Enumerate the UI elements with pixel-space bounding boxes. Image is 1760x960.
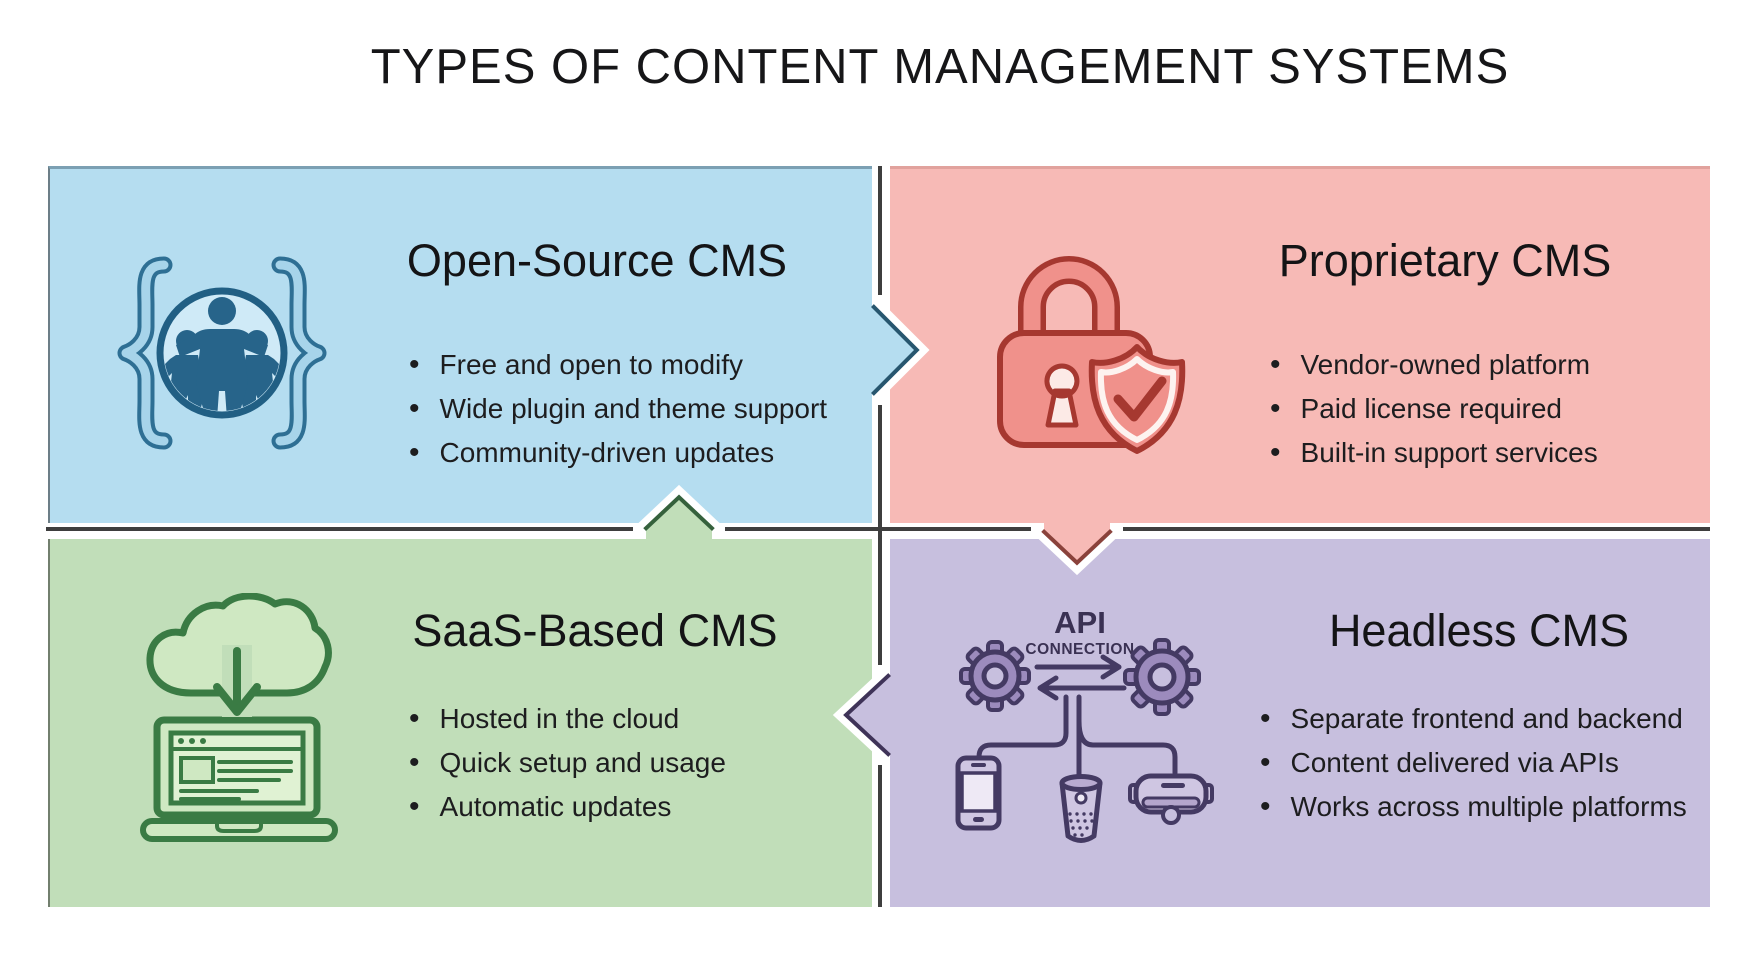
bullet-item: Works across multiple platforms (1260, 785, 1687, 829)
bullet-item: Community-driven updates (409, 431, 827, 475)
bullet-item: Vendor-owned platform (1270, 343, 1598, 387)
arrow-proprietary-to-headless (1036, 515, 1118, 576)
bullet-list-headless: Separate frontend and backend Content de… (1260, 697, 1687, 829)
padlock-shield-icon (992, 241, 1187, 456)
quadrant-title-saas: SaaS-Based CMS (412, 605, 778, 656)
api-label: API (1054, 605, 1106, 640)
quadrant-saas: SaaS-Based CMS Hosted in the cloud Quick… (48, 539, 872, 907)
quadrant-title-proprietary: Proprietary CMS (1278, 235, 1612, 286)
bullet-list-open-source: Free and open to modify Wide plugin and … (409, 343, 828, 475)
bullet-item: Hosted in the cloud (409, 697, 726, 741)
smart-speaker-icon (1059, 774, 1103, 843)
quadrant-title-headless: Headless CMS (1328, 605, 1630, 656)
bullet-item: Paid license required (1270, 387, 1598, 431)
connection-label: CONNECTION (1025, 641, 1134, 658)
exchange-arrows (1034, 654, 1127, 701)
quadrant-headless: Headless CMS Separate frontend and backe… (890, 539, 1710, 907)
cloud-download-laptop-icon (139, 593, 339, 853)
bullet-item: Quick setup and usage (409, 741, 726, 785)
gear-left (959, 640, 1031, 712)
bullet-list-proprietary: Vendor-owned platform Paid license requi… (1270, 343, 1598, 475)
quadrant-open-source: Open-Source CMS Free and open to modify … (48, 166, 872, 523)
bullet-list-saas: Hosted in the cloud Quick setup and usag… (409, 697, 726, 829)
connector-lines (976, 694, 1178, 779)
bullet-item: Built-in support services (1270, 431, 1598, 475)
bullet-item: Separate frontend and backend (1260, 697, 1687, 741)
bullet-item: Wide plugin and theme support (409, 387, 828, 431)
vr-headset-icon (1128, 773, 1214, 825)
page-title: TYPES OF CONTENT MANAGEMENT SYSTEMS (370, 40, 1510, 94)
arrow-headless-to-saas (832, 667, 904, 763)
smartphone-icon (955, 755, 1002, 831)
bullet-item: Content delivered via APIs (1260, 741, 1687, 785)
quadrant-title-open-source: Open-Source CMS (406, 235, 788, 286)
braces-community-icon (102, 253, 342, 453)
divider-lines (46, 166, 1710, 907)
quadrant-proprietary: Proprietary CMS Vendor-owned platform Pa… (890, 166, 1710, 523)
bullet-item: Automatic updates (409, 785, 726, 829)
arrow-open-to-proprietary (858, 299, 930, 401)
arrow-saas-to-open-source (638, 484, 720, 545)
bullet-item: Free and open to modify (409, 343, 827, 387)
gear-right (1123, 638, 1201, 716)
api-gears-devices-icon: API CONNECTION (947, 600, 1237, 910)
